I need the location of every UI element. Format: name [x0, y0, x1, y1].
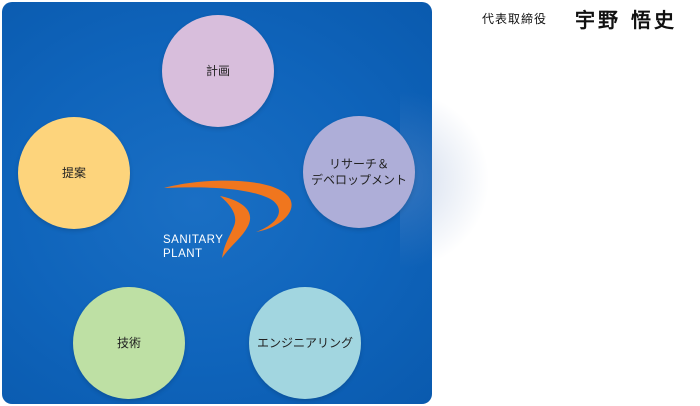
circle-technology: 技術	[73, 287, 185, 399]
circle-plan: 計画	[162, 15, 274, 127]
circle-proposal: 提案	[18, 117, 130, 229]
signature-name: 宇野 悟史	[575, 8, 677, 32]
circle-engineering: エンジニアリング	[249, 287, 361, 399]
signature-title: 代表取締役	[482, 12, 548, 26]
sanitary-plant-logo-swoosh	[164, 180, 292, 258]
circle-research-development: リサーチ＆ デベロップメント	[303, 116, 415, 228]
logo-text-sanitary: SANITARY	[163, 234, 224, 246]
logo-text-plant: PLANT	[163, 248, 203, 260]
panel-glow	[400, 90, 490, 270]
